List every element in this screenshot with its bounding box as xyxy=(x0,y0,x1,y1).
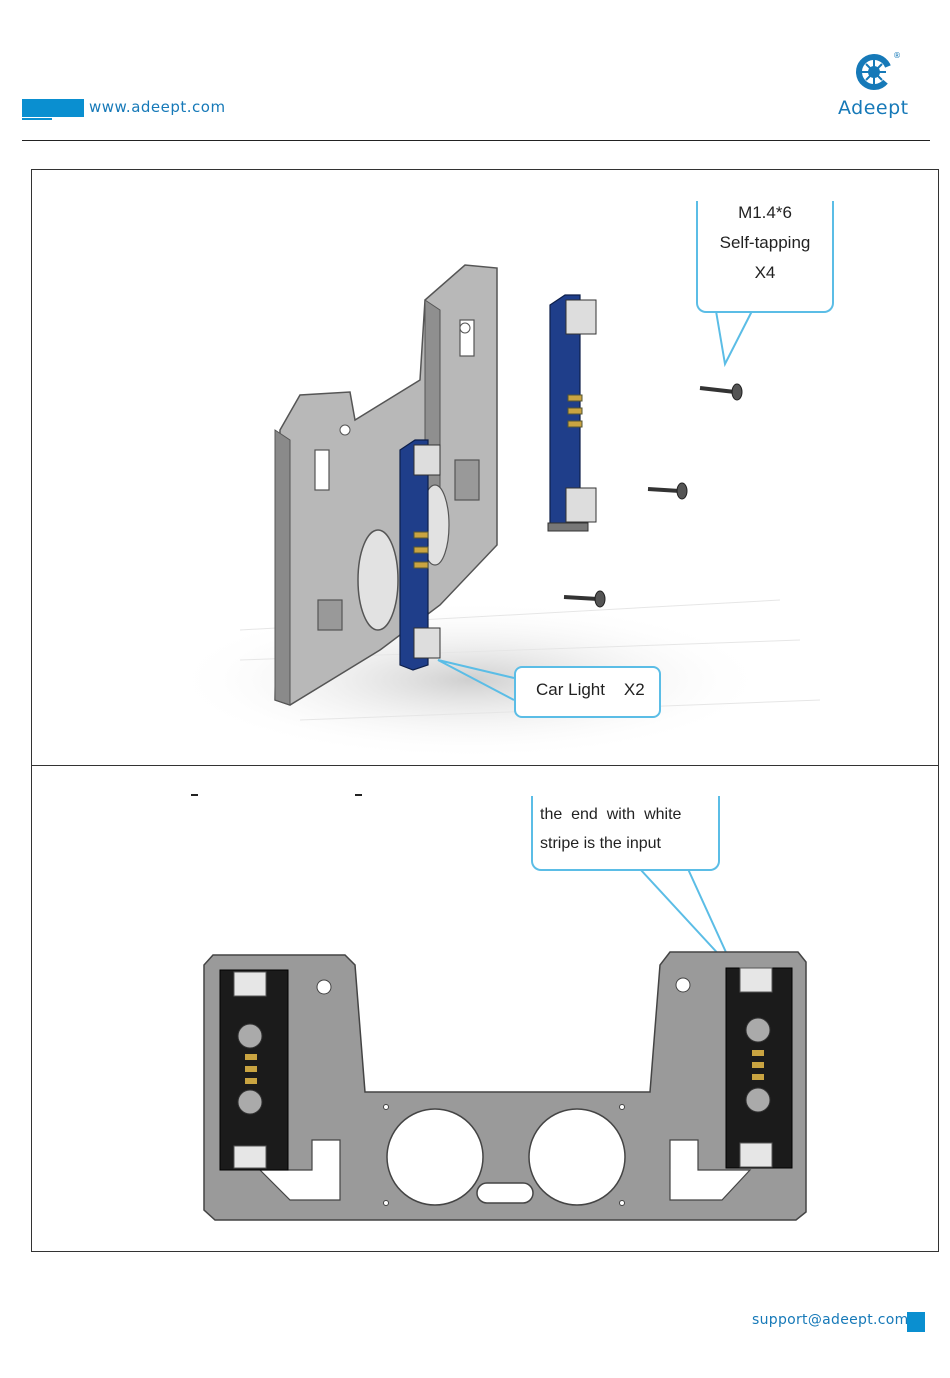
screw-icon xyxy=(648,483,687,499)
car-light-module-icon xyxy=(548,295,596,531)
floor-shadow xyxy=(170,600,770,760)
screw-icon xyxy=(700,384,742,400)
input-callout-line1: the end with white xyxy=(540,806,681,824)
support-email[interactable]: support@adeept.com xyxy=(752,1312,909,1328)
screw-size-label: M1.4*6 xyxy=(698,203,832,223)
screw-count-label: X4 xyxy=(698,263,832,283)
text-fragment-mark xyxy=(355,794,362,796)
footer-accent-square xyxy=(907,1312,925,1332)
text-fragment-mark xyxy=(191,794,198,796)
car-light-module-icon xyxy=(220,970,288,1170)
input-callout-line2: stripe is the input xyxy=(540,835,661,853)
car-light-callout: Car Light X2 xyxy=(514,666,661,718)
screw-callout: M1.4*6 Self-tapping X4 xyxy=(696,201,834,313)
car-light-label: Car Light X2 xyxy=(536,680,645,700)
screw-type-label: Self-tapping xyxy=(698,233,832,253)
car-light-module-icon xyxy=(726,968,792,1168)
input-end-callout: the end with white stripe is the input xyxy=(531,796,720,871)
bracket-plate-icon xyxy=(204,952,806,1220)
